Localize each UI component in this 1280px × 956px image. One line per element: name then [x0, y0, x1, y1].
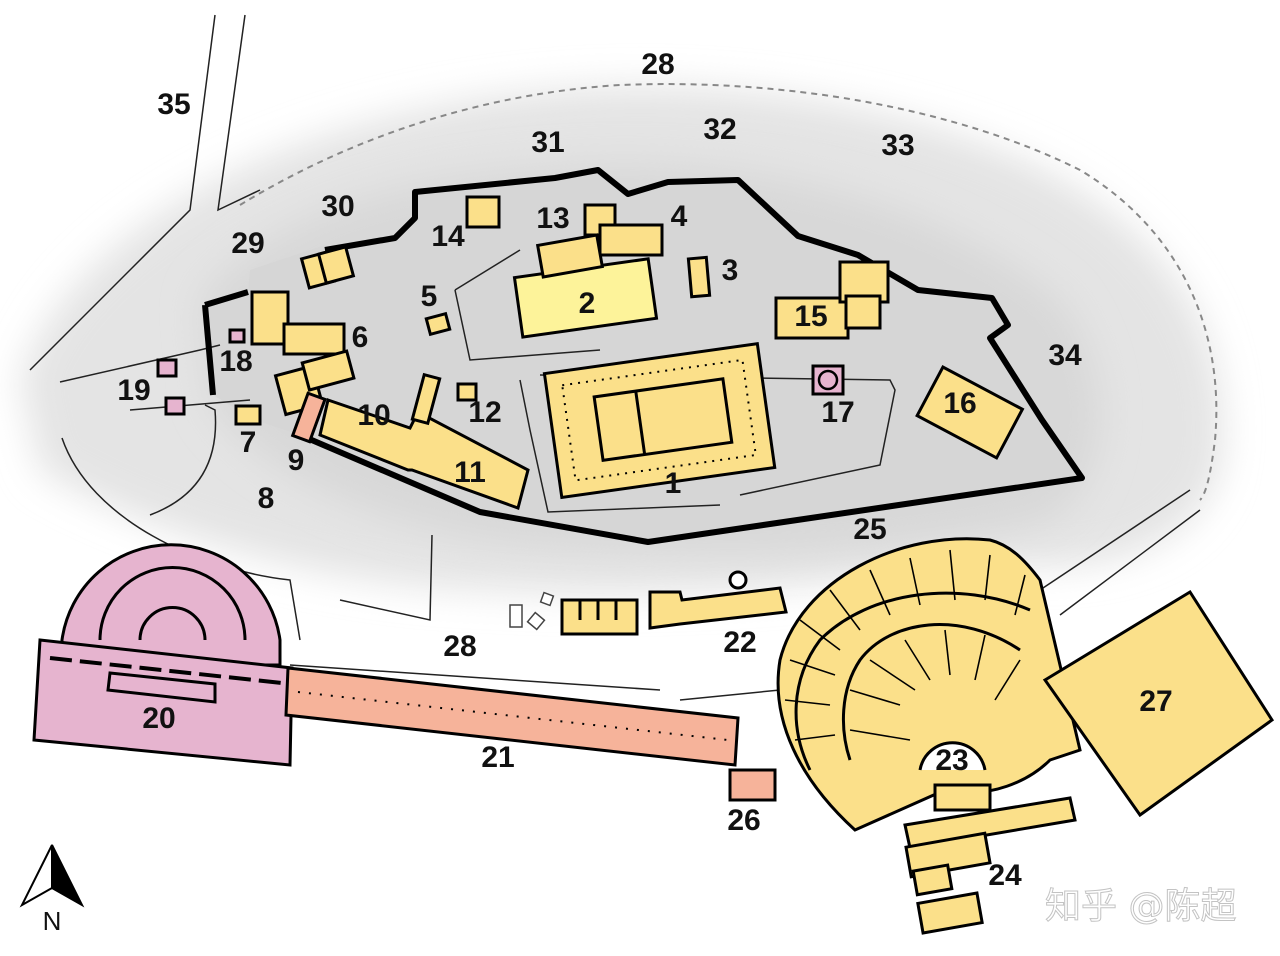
north-arrow: N [19, 844, 85, 936]
roads [29, 14, 1201, 701]
label-21: 21 [481, 741, 514, 774]
stoa-of-eumenes [284, 666, 740, 767]
building-16 [915, 365, 1025, 460]
label-7: 7 [240, 426, 257, 459]
label-26: 26 [727, 804, 760, 837]
label-18: 18 [219, 345, 252, 378]
label-9: 9 [288, 444, 305, 477]
building-18 [228, 328, 246, 344]
label-32: 32 [703, 113, 736, 146]
building-12 [456, 382, 478, 402]
map-labels: 1 2 3 4 5 6 7 8 9 10 11 12 13 14 15 16 1… [117, 48, 1172, 892]
label-33: 33 [881, 129, 914, 162]
label-19: 19 [117, 374, 150, 407]
label-5: 5 [421, 280, 438, 313]
beule-gate-19 [156, 358, 186, 416]
peripatos-path [239, 83, 1218, 501]
label-11: 11 [454, 456, 486, 489]
propylaia-group [228, 245, 356, 426]
label-15: 15 [794, 300, 827, 333]
label-20: 20 [142, 702, 175, 735]
label-6: 6 [352, 321, 369, 354]
odeon-of-pericles [1042, 589, 1275, 818]
label-29: 29 [231, 227, 264, 260]
label-30: 30 [321, 190, 354, 223]
label-12: 12 [468, 396, 501, 429]
theatre-of-dionysos [776, 537, 1082, 832]
north-arrow-icon [19, 844, 53, 908]
odeon-herodes-atticus [32, 543, 294, 767]
round-temple-17 [811, 364, 845, 396]
label-4: 4 [671, 200, 688, 233]
parthenon [542, 342, 777, 500]
building-15 [774, 260, 890, 340]
label-3: 3 [722, 254, 739, 287]
south-slope-buildings [509, 570, 788, 636]
label-8: 8 [258, 482, 275, 515]
building-14 [465, 195, 501, 229]
label-25: 25 [853, 513, 886, 546]
label-28-north: 28 [641, 48, 674, 81]
building-3 [686, 255, 712, 299]
erechtheion-group [535, 203, 664, 279]
label-27: 27 [1139, 685, 1172, 718]
watermark: 知乎 @陈超 [1045, 886, 1236, 927]
label-34: 34 [1048, 339, 1082, 372]
label-31: 31 [531, 126, 564, 159]
acropolis-wall [202, 167, 1085, 545]
label-10: 10 [357, 399, 390, 432]
north-label: N [43, 906, 62, 936]
label-23: 23 [935, 744, 968, 777]
label-1: 1 [665, 467, 682, 500]
label-16: 16 [943, 387, 976, 420]
label-35: 35 [157, 88, 190, 121]
label-13: 13 [536, 202, 569, 235]
brauronion-chalkotheke [290, 372, 530, 510]
label-24: 24 [988, 859, 1022, 892]
label-22: 22 [723, 626, 756, 659]
stage-building-24 [903, 783, 1077, 935]
label-28-south: 28 [443, 630, 476, 663]
label-14: 14 [431, 220, 465, 253]
label-2: 2 [579, 287, 596, 320]
label-17: 17 [821, 396, 854, 429]
building-26 [728, 768, 777, 802]
building-5 [424, 311, 452, 337]
